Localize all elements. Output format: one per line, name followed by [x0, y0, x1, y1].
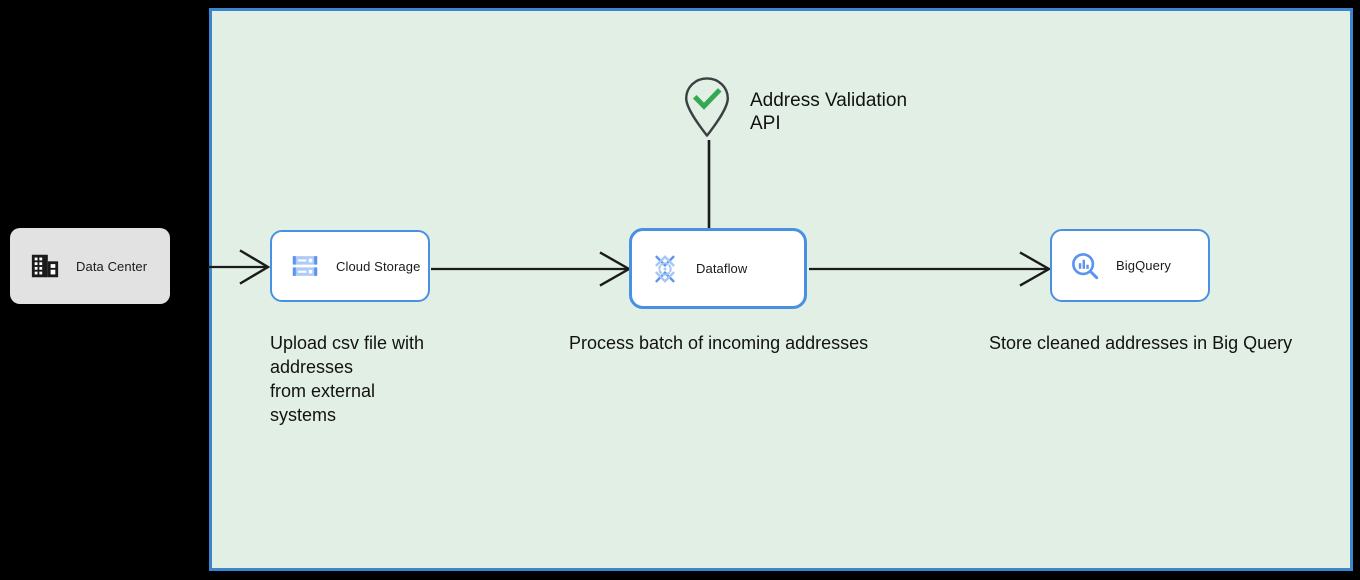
bigquery-label: BigQuery [1116, 258, 1171, 273]
address-validation-api-label: Address Validation API [750, 90, 908, 134]
node-dataflow[interactable]: Dataflow [629, 228, 807, 309]
node-bigquery[interactable]: BigQuery [1050, 229, 1210, 302]
cloud-storage-icon [292, 256, 318, 276]
location-pin-check-icon [685, 77, 729, 137]
dataflow-label: Dataflow [696, 261, 748, 276]
caption-cloud-storage: Upload csv file with addresses from exte… [270, 333, 425, 425]
building-icon [31, 254, 59, 278]
node-address-validation-api[interactable]: Address Validation API [683, 76, 907, 138]
caption-bigquery: Store cleaned addresses in Big Query [989, 333, 1293, 353]
bigquery-icon [1072, 252, 1099, 279]
caption-dataflow: Process batch of incoming addresses [569, 333, 869, 353]
data-center-label: Data Center [76, 258, 148, 274]
node-data-center[interactable]: Data Center [10, 228, 170, 304]
cloud-storage-label: Cloud Storage [336, 258, 421, 274]
node-cloud-storage[interactable]: Cloud Storage [270, 230, 430, 302]
dataflow-icon [655, 254, 675, 283]
